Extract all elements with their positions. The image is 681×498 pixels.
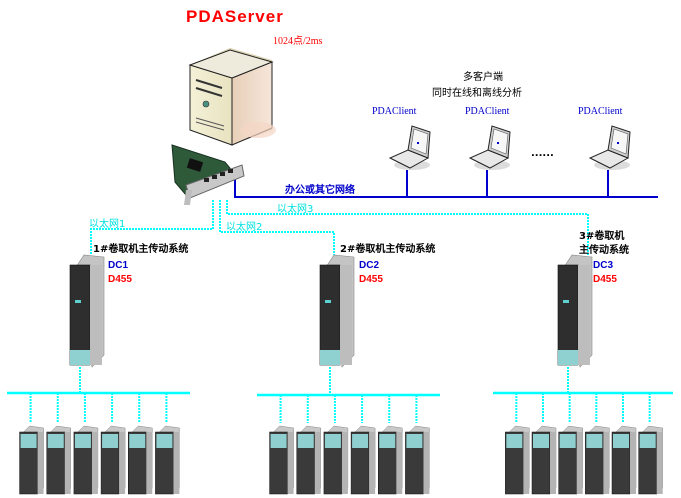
drive-unit-icon [19,425,44,495]
clients-group-title: 多客户端 [463,72,503,83]
system-3-model: D455 [593,274,617,285]
drive-unit-icon [558,425,583,495]
drive-unit-icon [46,425,71,495]
drive-unit-icon [128,425,153,495]
drive-unit-icon [585,425,610,495]
client-label: PDAClient [578,106,623,117]
server-tower-icon [188,48,276,146]
ethernet-3-label: 以太网3 [277,204,314,215]
drive-unit-icon [405,425,430,495]
system-1-controller: DC1 [108,260,129,271]
ethernet-3-line [226,200,589,255]
ethernet-1-label: 以太网1 [89,219,126,230]
ethernet-2-line [219,200,335,255]
dc-controller-icon [69,254,105,368]
dc-controller-icon [557,254,593,368]
more-clients-ellipsis: ...... [531,148,554,159]
system-1-model: D455 [108,274,132,285]
clients-group-subtitle: 同时在线和离线分析 [432,88,522,99]
drive-unit-icon [269,425,294,495]
network-card-icon [171,144,245,205]
ethernet-1-line [90,200,214,255]
server-sample-rate: 1024点/2ms [273,36,323,47]
system-2-controller: DC2 [359,260,380,271]
system-2-name: 2#卷取机主传动系统 [340,244,436,255]
drive-unit-icon [505,425,530,495]
client-label: PDAClient [372,106,417,117]
office-network-label: 办公或其它网络 [285,185,355,196]
drive-unit-icon [323,425,349,495]
drive-unit-icon [296,425,321,495]
ethernet-2-label: 以太网2 [226,222,263,233]
system-3-name: 3#卷取机 [579,231,625,242]
system-3-name-line2: 主传动系统 [579,245,629,256]
system-3-controller: DC3 [593,260,614,271]
system-2-model: D455 [359,274,383,285]
drive-unit-icon [611,425,637,495]
server-title: PDAServer [186,7,284,26]
drive-unit-icon [378,425,403,495]
drive-unit-icon [155,425,180,495]
laptop-icon [388,125,431,170]
drive-unit-icon [350,425,376,495]
drive-unit-icon [100,425,126,495]
system-1-name: 1#卷取机主传动系统 [93,244,189,255]
client-label: PDAClient [465,106,510,117]
laptop-icon [468,125,511,170]
drive-unit-icon [73,425,99,495]
laptop-icon [588,125,631,170]
drive-unit-icon [638,425,663,495]
drive-unit-icon [531,425,557,495]
dc-controller-icon [319,254,355,368]
